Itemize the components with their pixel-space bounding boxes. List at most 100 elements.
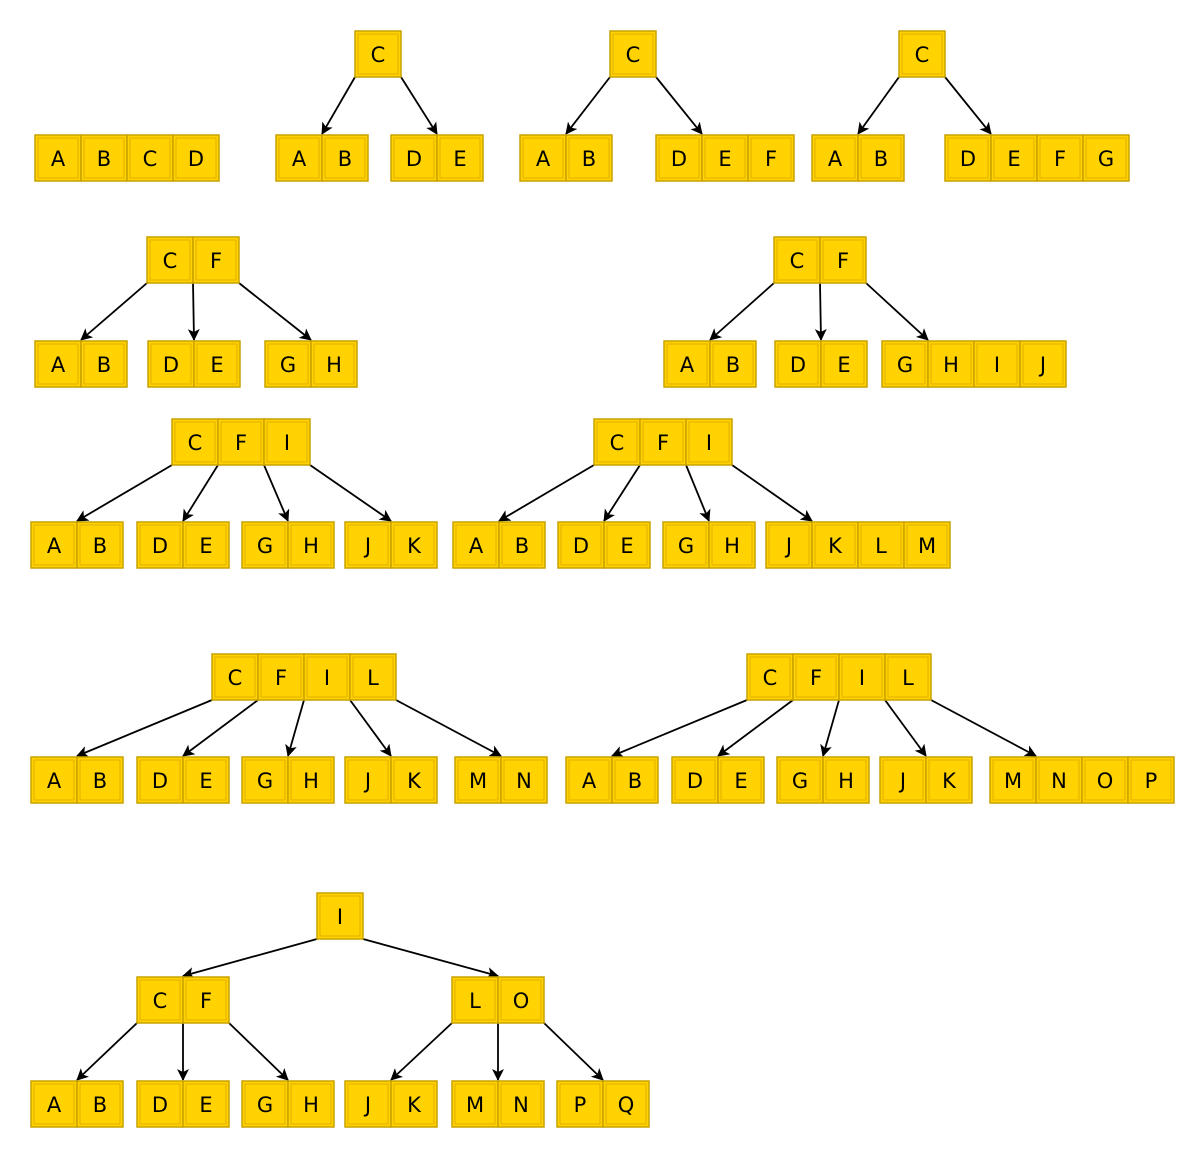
key-cell — [316, 892, 364, 940]
key-cell — [454, 756, 502, 804]
key-cell — [717, 756, 765, 804]
key-cell-bevel — [1084, 759, 1126, 801]
key-label: O — [513, 989, 530, 1013]
key-cell — [655, 134, 703, 182]
key-cell — [136, 521, 184, 569]
key-label: E — [210, 353, 223, 377]
key-label: B — [874, 147, 888, 171]
edge-arrow — [498, 464, 595, 522]
key-cell-bevel — [195, 239, 237, 281]
edge-arrow — [944, 76, 992, 135]
key-label: K — [828, 534, 843, 558]
key-cell — [500, 756, 548, 804]
edge-arrow — [820, 699, 840, 757]
key-label: F — [210, 249, 222, 273]
key-cell — [182, 976, 230, 1024]
key-cell — [708, 521, 756, 569]
key-label: B — [726, 353, 740, 377]
key-label: E — [453, 147, 466, 171]
key-cell-bevel — [711, 524, 753, 566]
key-label: K — [407, 1093, 422, 1117]
key-label: I — [324, 666, 330, 690]
node-c: C — [354, 30, 402, 78]
key-cell-bevel — [393, 524, 435, 566]
key-cell — [182, 1080, 230, 1128]
key-cell — [390, 756, 438, 804]
key-cell — [765, 521, 813, 569]
key-cell-bevel — [658, 137, 700, 179]
key-cell-bevel — [33, 1083, 75, 1125]
key-cell — [611, 756, 659, 804]
key-cell-bevel — [666, 343, 708, 385]
key-label: G — [257, 534, 273, 558]
edge-arrow — [655, 76, 703, 135]
key-cell — [593, 418, 641, 466]
key-cell-bevel — [596, 421, 638, 463]
key-cell-bevel — [976, 343, 1018, 385]
key-cell — [497, 1080, 545, 1128]
key-cell-bevel — [79, 759, 121, 801]
key-cell — [172, 134, 220, 182]
key-cell — [747, 134, 795, 182]
key-label: E — [199, 769, 212, 793]
key-cell — [879, 756, 927, 804]
key-label: A — [47, 769, 62, 793]
key-cell — [263, 418, 311, 466]
key-label: F — [657, 431, 669, 455]
key-cell — [819, 236, 867, 284]
key-label: N — [516, 769, 532, 793]
key-cell-bevel — [1130, 759, 1172, 801]
key-cell — [354, 30, 402, 78]
key-cell — [136, 756, 184, 804]
key-cell-bevel — [560, 524, 602, 566]
key-label: C — [153, 989, 168, 1013]
edge-arrow — [709, 282, 775, 341]
key-cell-bevel — [129, 137, 171, 179]
key-cell — [498, 521, 546, 569]
key-label: B — [97, 147, 111, 171]
key-label: C — [188, 431, 203, 455]
key-label: D — [163, 353, 179, 377]
key-label: B — [93, 1093, 107, 1117]
key-label: N — [1051, 769, 1067, 793]
key-cell-bevel — [688, 421, 730, 463]
key-cell-bevel — [393, 759, 435, 801]
edge-arrow — [611, 699, 748, 758]
key-label: D — [152, 769, 168, 793]
key-label: J — [363, 1093, 371, 1117]
key-cell-bevel — [244, 759, 286, 801]
key-cell — [344, 1080, 392, 1128]
edge-arrow — [321, 76, 356, 135]
key-label: D — [671, 147, 687, 171]
key-label: A — [469, 534, 484, 558]
key-label: D — [960, 147, 976, 171]
key-cell-bevel — [825, 759, 867, 801]
edge-arrow — [182, 938, 318, 979]
key-cell — [344, 756, 392, 804]
key-label: C — [763, 666, 778, 690]
edge-arrow — [884, 699, 927, 757]
key-cell — [211, 653, 259, 701]
key-label: N — [513, 1093, 529, 1117]
key-cell — [275, 134, 323, 182]
key-cell-bevel — [1022, 343, 1064, 385]
key-label: M — [466, 1093, 484, 1117]
key-cell — [898, 30, 946, 78]
key-label: H — [724, 534, 740, 558]
key-cell — [746, 653, 794, 701]
key-label: E — [620, 534, 633, 558]
key-label: F — [1054, 147, 1066, 171]
edge-arrow — [263, 464, 290, 522]
edge-arrow — [930, 699, 1037, 757]
key-cell — [671, 756, 719, 804]
key-label: F — [765, 147, 777, 171]
